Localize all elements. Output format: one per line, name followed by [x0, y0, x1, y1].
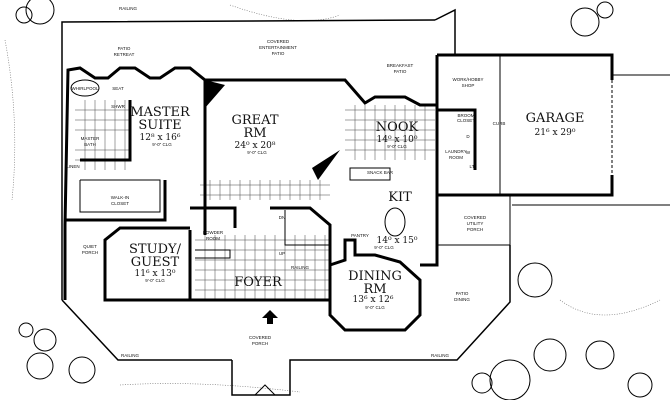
label-study-guest-2: GUEST [131, 255, 180, 270]
landscaping [4, 0, 661, 400]
label-breakfast-patio-2: PATIO [394, 69, 407, 74]
label-shwr: SHWR [111, 104, 125, 109]
label-dn: DN [279, 215, 286, 220]
label-nook-dims: 14⁰ x 10⁰ [377, 135, 418, 145]
label-broom-closet: BROOM [457, 113, 474, 118]
label-ceiling: 9'-0" CLG [145, 278, 165, 283]
label-kit: KIT [388, 190, 412, 205]
label-study-guest: STUDY/ [129, 242, 182, 257]
label-laundry-tub: LT [470, 164, 475, 169]
label-kit-dims: 14⁰ x 15⁰ [377, 236, 418, 246]
label-railing-dining: RAILING [431, 353, 450, 358]
label-whirlpool: WHIRLPOOL [71, 86, 99, 91]
label-nook: NOOK [376, 120, 419, 135]
label-ceiling: 9'-0" CLG [387, 144, 407, 149]
label-covered-porch-2: PORCH [252, 341, 268, 346]
label-utility-porch-2: UTILITY [467, 221, 484, 226]
label-study-guest-dims: 11⁶ x 13⁰ [135, 269, 176, 279]
label-patio-dining: PATIO [456, 291, 469, 296]
label-foyer: FOYER [234, 275, 283, 290]
label-master-bath-2: BATH [84, 142, 96, 147]
label-master-suite-dims: 12⁸ x 16⁶ [140, 133, 181, 143]
label-covered-porch: COVERED [249, 335, 272, 340]
label-quiet-porch-2: PORCH [82, 250, 98, 255]
label-ceiling: 9'-0" CLG [247, 150, 267, 155]
label-railing-top: RAILING [119, 6, 138, 11]
label-up: UP [279, 251, 285, 256]
label-utility-porch-3: PORCH [467, 227, 483, 232]
label-railing-bottom: RAILING [121, 353, 140, 358]
label-breakfast-patio: BREAKFAST [387, 63, 414, 68]
label-dining-rm-2: RM [363, 282, 386, 297]
label-seat: SEAT [112, 86, 124, 91]
label-entertainment-patio: COVERED [267, 39, 290, 44]
label-patio-retreat: PATIO [118, 46, 131, 51]
label-powder-room-2: ROOM [206, 236, 220, 241]
label-dining-rm-dims: 13⁶ x 12⁶ [353, 295, 394, 305]
labels: RAILING PATIO RETREAT COVERED ENTERTAINM… [66, 6, 584, 358]
tile-floors [75, 100, 435, 300]
label-ceiling: 9'-0" CLG [152, 142, 172, 147]
label-walk-in-closet: WALK-IN [111, 195, 130, 200]
label-ceiling: 9'-0" CLG [365, 305, 385, 310]
label-garage: GARAGE [526, 111, 585, 126]
label-quiet-porch: QUIET [83, 244, 97, 249]
label-garage-dims: 21⁶ x 29⁰ [535, 128, 576, 138]
label-master-suite: MASTER [130, 105, 191, 120]
label-entertainment-patio-2: ENTERTAINMENT [259, 45, 297, 50]
label-laundry: LAUNDRY [445, 149, 466, 154]
label-pantry: PANTRY [351, 233, 369, 238]
label-washer: W [466, 150, 471, 155]
label-dryer: D [466, 134, 470, 139]
label-work-shop-2: SHOP [462, 83, 475, 88]
label-great-rm: GREAT [231, 113, 278, 128]
label-dining-rm: DINING [348, 269, 402, 284]
railings [61, 8, 511, 396]
label-walk-in-closet-2: CLOSET [111, 201, 129, 206]
label-patio-retreat-2: RETREAT [114, 52, 135, 57]
label-powder-room: POWDER [203, 230, 224, 235]
label-great-rm-dims: 24⁰ x 20⁸ [235, 141, 276, 151]
label-linen: LINEN [66, 164, 79, 169]
label-broom-closet-2: CLOSET [457, 118, 475, 123]
label-master-bath: MASTER [81, 136, 101, 141]
label-railing-stair: RAILING [291, 265, 310, 270]
label-curb: CURB [493, 121, 506, 126]
label-patio-dining-2: DINING [454, 297, 470, 302]
label-great-rm-2: RM [243, 126, 266, 141]
label-utility-porch: COVERED [464, 215, 487, 220]
label-master-suite-2: SUITE [138, 118, 181, 133]
label-ceiling: 9'-0" CLG [374, 245, 394, 250]
label-entertainment-patio-3: PATIO [272, 51, 285, 56]
label-work-shop: WORK/HOBBY [452, 77, 483, 82]
label-snack-bar: SNACK BAR [367, 170, 394, 175]
label-laundry-2: ROOM [449, 155, 463, 160]
walls [63, 53, 670, 396]
